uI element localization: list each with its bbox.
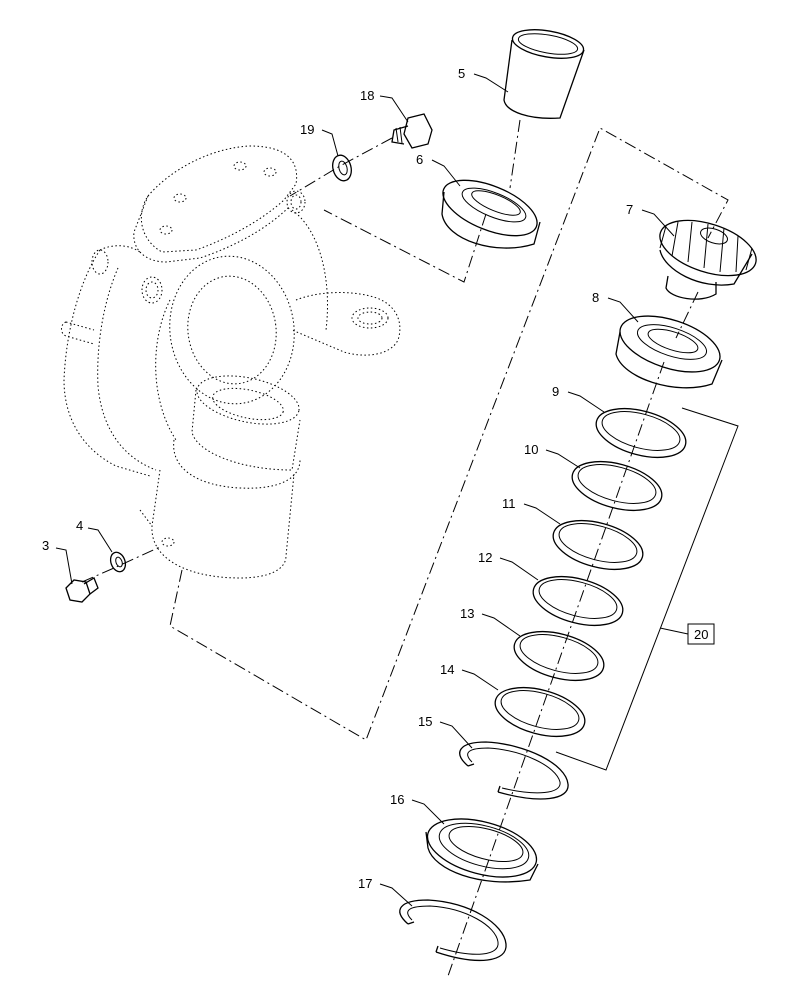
shim-ring-11: [552, 519, 644, 571]
kit-20-bracket: [555, 407, 739, 771]
shim-ring-10: [571, 460, 663, 512]
callout-8: 8: [592, 290, 599, 305]
callout-17: 17: [358, 876, 372, 891]
plug-18: [391, 113, 433, 149]
center-lines: [81, 119, 729, 977]
callout-19: 19: [300, 122, 314, 137]
callout-labels: 5 18 19 6 7 8 9 10 11 12 13 14 15 16 17 …: [42, 66, 633, 891]
kit-20-leader: [659, 627, 689, 635]
callout-10: 10: [524, 442, 538, 457]
callout-9: 9: [552, 384, 559, 399]
callout-16: 16: [390, 792, 404, 807]
bushing-5: [503, 29, 585, 119]
callout-13: 13: [460, 606, 474, 621]
shim-ring-12: [532, 575, 624, 627]
shim-ring-13: [513, 630, 605, 682]
seal-16: [425, 818, 539, 883]
shim-ring-9: [595, 407, 687, 459]
bearing-8: [615, 315, 723, 389]
callout-4: 4: [76, 518, 83, 533]
callout-12: 12: [478, 550, 492, 565]
callout-15: 15: [418, 714, 432, 729]
leader-lines: [55, 73, 675, 907]
kit-20-callout: 20: [687, 623, 715, 645]
bevel-gear-7: [659, 219, 757, 300]
callout-18: 18: [360, 88, 374, 103]
callout-11: 11: [502, 496, 516, 511]
knuckle-housing: [61, 145, 401, 579]
snap-ring-15: [459, 741, 569, 800]
callout-5: 5: [458, 66, 465, 81]
plug-3: [65, 577, 99, 603]
bearing-6: [441, 179, 541, 249]
callout-20: 20: [694, 627, 708, 642]
washer-19: [332, 154, 352, 182]
shim-ring-14: [494, 686, 586, 738]
snap-ring-17: [399, 899, 507, 962]
callout-6: 6: [416, 152, 423, 167]
callout-14: 14: [440, 662, 454, 677]
washer-4: [109, 551, 127, 573]
callout-7: 7: [626, 202, 633, 217]
callout-3: 3: [42, 538, 49, 553]
